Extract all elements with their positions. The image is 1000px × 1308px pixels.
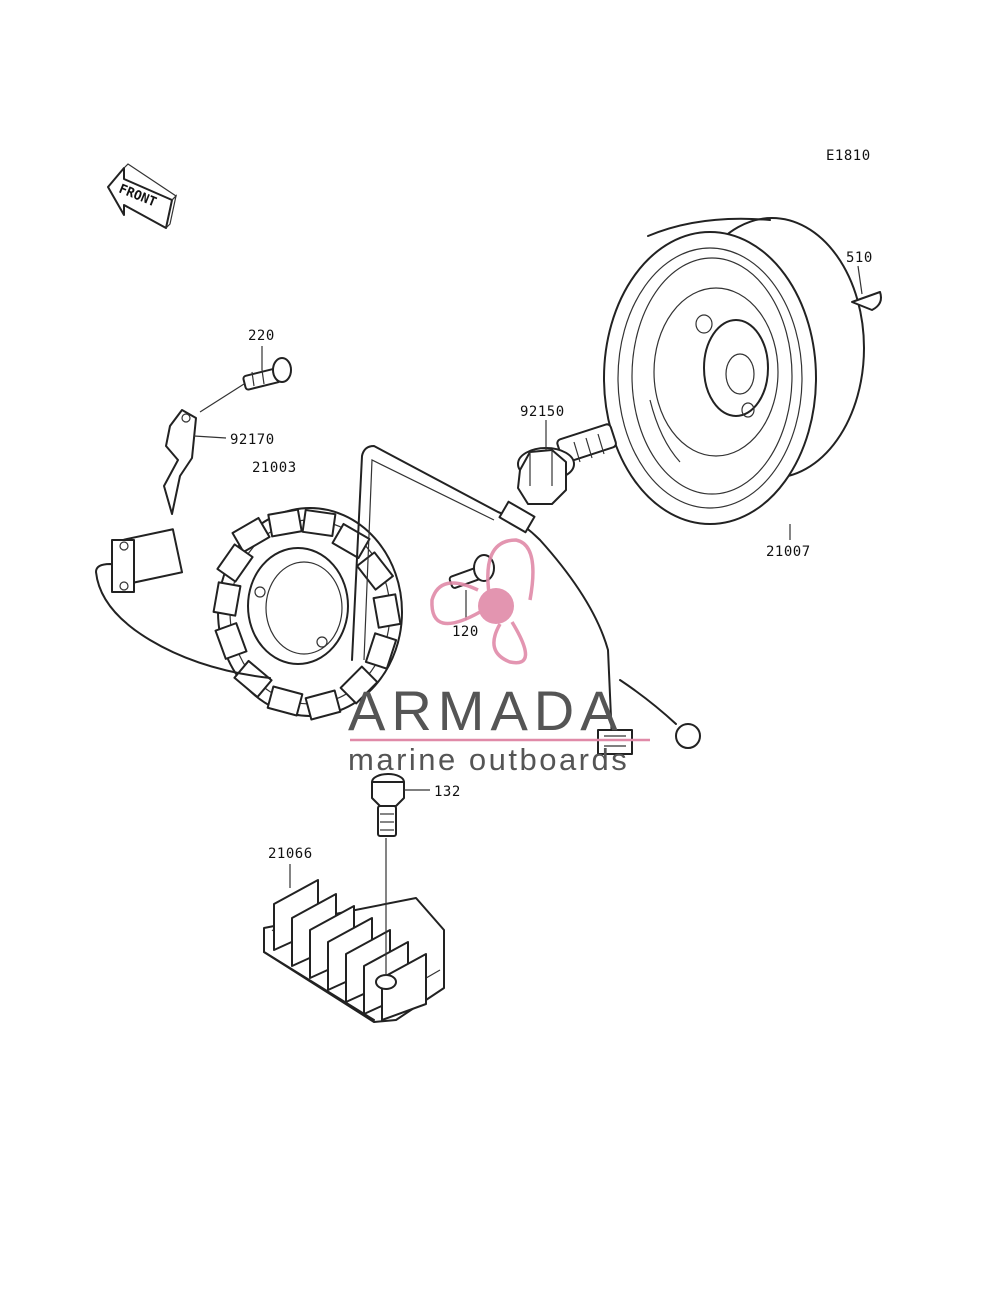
regulator-rectifier[interactable] — [263, 879, 445, 1023]
part-label-510: 510 — [846, 250, 873, 266]
woodruff-key[interactable] — [851, 291, 882, 311]
part-label-132: 132 — [434, 784, 461, 800]
leader-lines — [193, 265, 863, 976]
screw-220[interactable] — [242, 357, 292, 391]
part-label-220: 220 — [248, 328, 275, 344]
pickup-coil-wire — [95, 528, 271, 679]
part-label-92150: 92150 — [520, 404, 565, 420]
flywheel-bolt[interactable] — [517, 423, 617, 505]
part-label-120: 120 — [452, 624, 479, 640]
watermark-title: ARMADA — [348, 679, 624, 742]
part-label-21003: 21003 — [252, 460, 297, 476]
diagram-code: E1810 — [826, 148, 871, 164]
bolt-132[interactable] — [371, 773, 405, 837]
armada-watermark: ARMADA marine outboards — [348, 538, 650, 777]
propeller-logo-icon — [430, 538, 535, 665]
watermark-subtitle: marine outboards — [348, 742, 629, 777]
front-arrow-icon: FRONT — [107, 163, 178, 229]
stator-wiring-harness — [351, 445, 701, 755]
part-label-92170: 92170 — [230, 432, 275, 448]
part-label-21066: 21066 — [268, 846, 313, 862]
part-label-21007: 21007 — [766, 544, 811, 560]
flywheel-rotor[interactable] — [603, 217, 865, 525]
wire-bracket[interactable] — [163, 409, 197, 515]
